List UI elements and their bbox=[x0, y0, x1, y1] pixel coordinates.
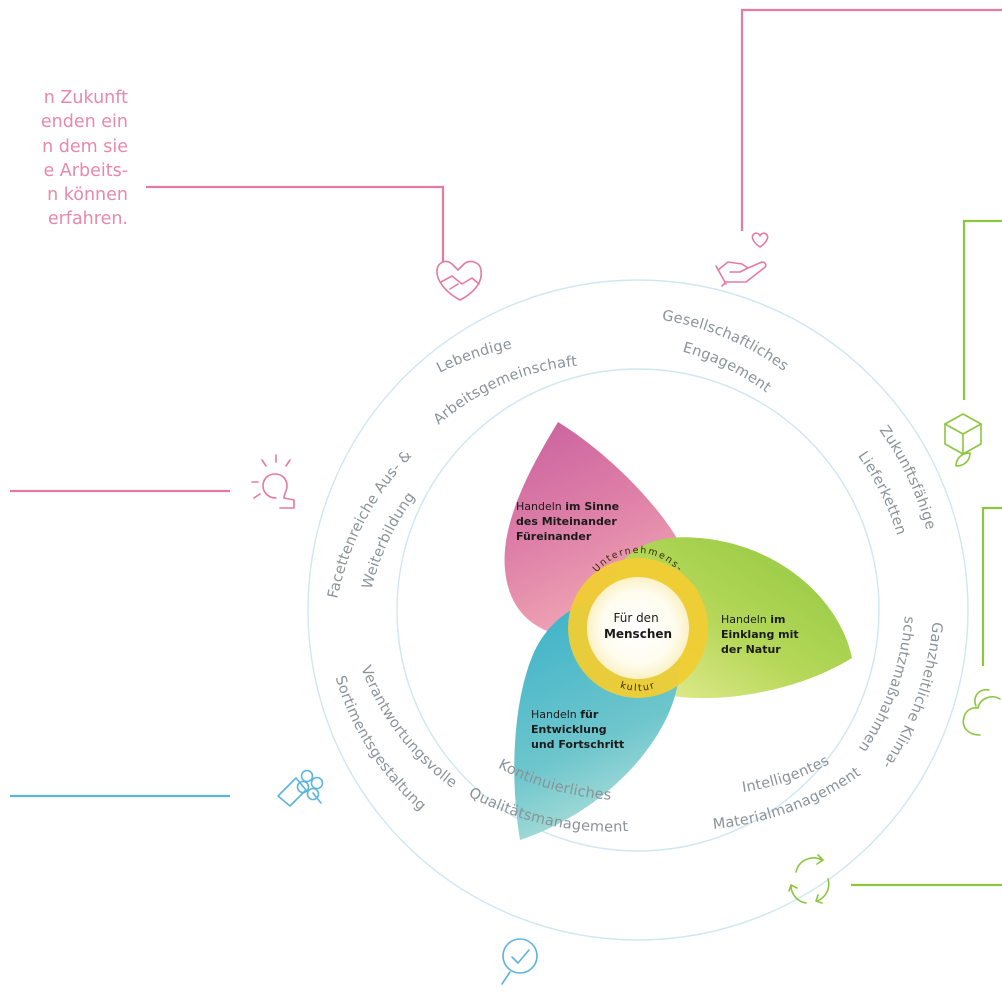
petal-label-pink: Handeln im Sinne des Miteinander Füreina… bbox=[516, 500, 623, 543]
petal-text: Füreinander bbox=[516, 530, 592, 543]
petal-text: Handeln bbox=[516, 500, 565, 513]
core-label: Für den Menschen bbox=[604, 611, 672, 641]
intro-line: erfahren. bbox=[47, 209, 128, 230]
core-line: Menschen bbox=[604, 627, 672, 641]
connector-line-pink bbox=[146, 185, 445, 262]
lightbulb-icon bbox=[251, 454, 295, 509]
connector-line-pink bbox=[740, 8, 1002, 231]
petal-text: Handeln bbox=[531, 708, 580, 721]
recycle-icon bbox=[788, 854, 830, 904]
petal-text: der Natur bbox=[721, 643, 781, 656]
magnifier-check-icon bbox=[501, 938, 538, 985]
petal-label-green: Handeln im Einklang mit der Natur bbox=[721, 613, 802, 656]
hand-heart-icon bbox=[715, 232, 769, 287]
svg-text:Lebendige: Lebendige bbox=[434, 336, 513, 376]
petal-text: für bbox=[580, 708, 599, 721]
petal-label-blue: Handeln für Entwicklung und Fortschritt bbox=[531, 708, 624, 751]
ring-label-lebendige: Lebendige bbox=[434, 336, 513, 376]
outer-ring bbox=[307, 279, 969, 941]
cloud-icon bbox=[962, 688, 1001, 736]
connector-line-green bbox=[962, 219, 1002, 400]
petal-text: Handeln bbox=[721, 613, 770, 626]
petal-text: des Miteinander bbox=[516, 515, 617, 528]
petal-text: Entwicklung bbox=[531, 723, 607, 736]
svg-text:kultur: kultur bbox=[619, 680, 657, 694]
intro-line: n können bbox=[47, 185, 128, 206]
core-circle bbox=[587, 577, 689, 679]
petal-text: und Fortschritt bbox=[531, 738, 624, 751]
box-leaf-icon bbox=[944, 413, 982, 467]
intro-line: enden ein bbox=[40, 112, 128, 133]
handshake-heart-icon bbox=[436, 260, 483, 301]
petal-text: im bbox=[770, 613, 785, 626]
connector-line-green bbox=[981, 506, 1002, 666]
core-line: Für den bbox=[613, 611, 658, 625]
petal-text: im Sinne bbox=[565, 500, 619, 513]
intro-text: n Zukunft enden ein n dem sie e Arbeits-… bbox=[0, 86, 128, 232]
petal-text: Einklang mit bbox=[721, 628, 799, 641]
inner-ring bbox=[396, 368, 880, 852]
intro-line: n Zukunft bbox=[43, 88, 128, 108]
culture-ring-bottom-label: kultur bbox=[619, 680, 656, 694]
intro-line: e Arbeits- bbox=[43, 160, 128, 181]
clover-package-icon bbox=[277, 769, 324, 807]
intro-line: n dem sie bbox=[42, 136, 128, 157]
